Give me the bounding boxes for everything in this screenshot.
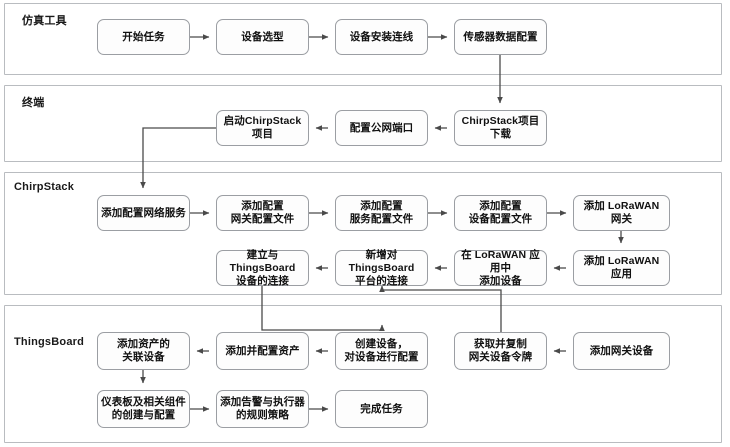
n-add-config-asset-label: 添加并配置资产 xyxy=(225,344,300,357)
n-add-svc-profile-label: 添加配置 服务配置文件 xyxy=(349,200,414,225)
n-start-task[interactable]: 开始任务 xyxy=(97,19,190,55)
n-start-task-label: 开始任务 xyxy=(122,30,165,43)
n-download-chirpstack[interactable]: ChirpStack项目下载 xyxy=(454,110,547,146)
n-add-lorawan-gw-label: 添加 LoRaWAN 网关 xyxy=(583,200,660,225)
n-add-network-server[interactable]: 添加配置网络服务 xyxy=(97,195,190,231)
n-add-gw-profile-label: 添加配置 网关配置文件 xyxy=(230,200,295,225)
n-device-selection-label: 设备选型 xyxy=(241,30,284,43)
n-start-chirpstack[interactable]: 启动ChirpStack项目 xyxy=(216,110,309,146)
n-alarm-rule[interactable]: 添加告警与执行器 的规则策略 xyxy=(216,390,309,428)
n-new-tb-conn-label: 新增对ThingsBoard 平台的连接 xyxy=(348,248,415,287)
n-add-gw-profile[interactable]: 添加配置 网关配置文件 xyxy=(216,195,309,231)
n-dashboard-config[interactable]: 仪表板及相关组件 的创建与配置 xyxy=(97,390,190,428)
n-device-install-label: 设备安装连线 xyxy=(349,30,414,43)
n-dashboard-config-label: 仪表板及相关组件 的创建与配置 xyxy=(101,396,186,421)
n-create-device[interactable]: 创建设备， 对设备进行配置 xyxy=(335,332,428,370)
swimlane-label-thingsboard: ThingsBoard xyxy=(14,336,85,348)
n-add-dev-profile-label: 添加配置 设备配置文件 xyxy=(468,200,533,225)
n-add-svc-profile[interactable]: 添加配置 服务配置文件 xyxy=(335,195,428,231)
n-sensor-config-label: 传感器数据配置 xyxy=(463,30,538,43)
n-add-dev-in-app-label: 在 LoRaWAN 应用中 添加设备 xyxy=(461,248,540,287)
n-add-lorawan-gw[interactable]: 添加 LoRaWAN 网关 xyxy=(573,195,670,231)
n-add-asset-device-label: 添加资产的 关联设备 xyxy=(117,338,170,363)
swimlane-label-chirpstack: ChirpStack xyxy=(14,181,75,193)
n-build-tb-conn-label: 建立与ThingsBoard 设备的连接 xyxy=(229,248,296,287)
n-add-gw-device-label: 添加网关设备 xyxy=(589,344,654,357)
n-finish-task-label: 完成任务 xyxy=(360,402,403,415)
n-copy-gw-token[interactable]: 获取并复制 网关设备令牌 xyxy=(454,332,547,370)
n-build-tb-conn[interactable]: 建立与ThingsBoard 设备的连接 xyxy=(216,248,309,287)
n-config-public-port[interactable]: 配置公网端口 xyxy=(335,110,428,146)
n-alarm-rule-label: 添加告警与执行器 的规则策略 xyxy=(220,396,305,421)
n-device-selection[interactable]: 设备选型 xyxy=(216,19,309,55)
n-add-lorawan-app-label: 添加 LoRaWAN 应用 xyxy=(583,255,660,280)
n-add-lorawan-app[interactable]: 添加 LoRaWAN 应用 xyxy=(573,250,670,286)
n-create-device-label: 创建设备， 对设备进行配置 xyxy=(344,338,419,363)
n-finish-task[interactable]: 完成任务 xyxy=(335,390,428,428)
n-new-tb-conn[interactable]: 新增对ThingsBoard 平台的连接 xyxy=(335,248,428,287)
n-start-chirpstack-label: 启动ChirpStack项目 xyxy=(223,115,302,140)
swimlane-label-terminal: 终端 xyxy=(22,97,45,109)
n-copy-gw-token-label: 获取并复制 网关设备令牌 xyxy=(468,338,533,363)
n-add-asset-device[interactable]: 添加资产的 关联设备 xyxy=(97,332,190,370)
n-download-chirpstack-label: ChirpStack项目下载 xyxy=(461,115,540,140)
n-add-dev-in-app[interactable]: 在 LoRaWAN 应用中 添加设备 xyxy=(454,248,547,287)
n-add-dev-profile[interactable]: 添加配置 设备配置文件 xyxy=(454,195,547,231)
swimlane-terminal xyxy=(4,85,722,162)
swimlane-label-simulation: 仿真工具 xyxy=(22,15,67,27)
n-add-network-server-label: 添加配置网络服务 xyxy=(101,206,186,219)
n-device-install[interactable]: 设备安装连线 xyxy=(335,19,428,55)
n-sensor-config[interactable]: 传感器数据配置 xyxy=(454,19,547,55)
n-add-gw-device[interactable]: 添加网关设备 xyxy=(573,332,670,370)
n-add-config-asset[interactable]: 添加并配置资产 xyxy=(216,332,309,370)
n-config-public-port-label: 配置公网端口 xyxy=(349,121,414,134)
